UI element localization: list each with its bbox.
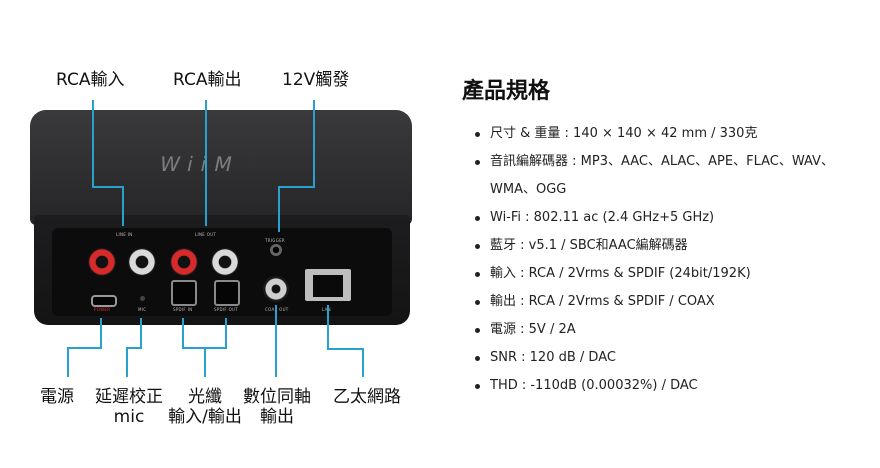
callout-power: 電源	[40, 387, 74, 407]
callout-ethernet: 乙太網路	[333, 387, 401, 407]
callout-rca-in: RCA輸入	[56, 70, 125, 90]
callout-trigger: 12V觸發	[282, 70, 350, 90]
spdif-out-port	[214, 280, 240, 306]
trigger-port	[270, 244, 282, 256]
spdif-out-port-label: SPDIF OUT	[214, 307, 239, 312]
rca-in-right-port	[88, 248, 116, 276]
lan-port	[305, 269, 351, 301]
spec-item: 藍牙 : v5.1 / SBC和AAC編解碼器	[470, 232, 870, 260]
leader-power	[67, 347, 69, 377]
spdif-in-port-label: SPDIF IN	[173, 307, 193, 312]
coax-out-port	[263, 276, 289, 302]
leader-trigger	[313, 100, 315, 187]
callout-optical-line1: 光纖	[188, 387, 222, 407]
wiim-logo: WiiM	[157, 152, 243, 176]
rca-out-right-port	[170, 248, 198, 276]
spec-item: Wi-Fi : 802.11 ac (2.4 GHz+5 GHz)	[470, 204, 870, 232]
leader-optical	[182, 318, 184, 348]
leader-rca-in	[122, 186, 124, 226]
leader-mic	[140, 318, 142, 348]
line-out-port-label: LINE OUT	[195, 232, 217, 237]
leader-ethernet	[327, 305, 329, 350]
leader-trigger	[278, 186, 315, 188]
spec-item: 尺寸 & 重量 : 140 × 140 × 42 mm / 330克	[470, 120, 870, 148]
leader-trigger	[278, 186, 280, 232]
spec-item: 音訊編解碼器 : MP3、AAC、ALAC、APE、FLAC、WAV、	[470, 148, 870, 176]
usb-c-power-port	[91, 295, 117, 307]
callout-mic-line1: 延遲校正	[95, 387, 163, 407]
rca-in-left-port	[128, 248, 156, 276]
spec-item-continuation: WMA、OGG	[490, 182, 567, 197]
leader-power	[100, 318, 102, 348]
leader-rca-in	[92, 100, 94, 187]
callout-optical-line2: 輸入/輸出	[168, 407, 242, 427]
callout-rca-out: RCA輸出	[173, 70, 242, 90]
callout-coax: 數位同軸 輸出	[239, 387, 315, 427]
leader-coax	[275, 305, 277, 377]
mic-port-label: MIC	[138, 307, 147, 312]
leader-ethernet	[362, 348, 364, 377]
spec-item: SNR : 120 dB / DAC	[470, 344, 870, 372]
spec-title: 產品規格	[462, 79, 551, 104]
mic-hole	[140, 296, 145, 301]
leader-power	[67, 347, 102, 349]
callout-mic-line2: mic	[113, 407, 145, 427]
spec-item: 電源 : 5V / 2A	[470, 316, 870, 344]
lan-port-label: LAN	[322, 307, 331, 312]
spec-item: THD : -110dB (0.00032%) / DAC	[470, 372, 870, 400]
callout-coax-line2: 輸出	[260, 407, 294, 427]
leader-ethernet	[327, 348, 364, 350]
rca-out-left-port	[211, 248, 239, 276]
leader-optical	[204, 347, 206, 377]
spdif-in-port	[171, 280, 197, 306]
leader-rca-out	[205, 100, 207, 226]
leader-mic	[126, 347, 128, 377]
spec-list: 尺寸 & 重量 : 140 × 140 × 42 mm / 330克 音訊編解碼…	[470, 120, 870, 400]
power-port-label: POWER	[94, 307, 111, 312]
leader-optical	[225, 318, 227, 348]
callout-optical: 光纖 輸入/輸出	[164, 387, 246, 427]
leader-rca-in	[92, 186, 124, 188]
spec-item: 輸入 : RCA / 2Vrms & SPDIF (24bit/192K)	[470, 260, 870, 288]
callout-mic: 延遲校正 mic	[92, 387, 166, 427]
line-in-port-label: LINE IN	[116, 232, 133, 237]
spec-item: 輸出 : RCA / 2Vrms & SPDIF / COAX	[470, 288, 870, 316]
trigger-port-label: TRIGGER	[265, 238, 286, 243]
callout-coax-line1: 數位同軸	[243, 387, 311, 407]
leader-mic	[126, 347, 142, 349]
